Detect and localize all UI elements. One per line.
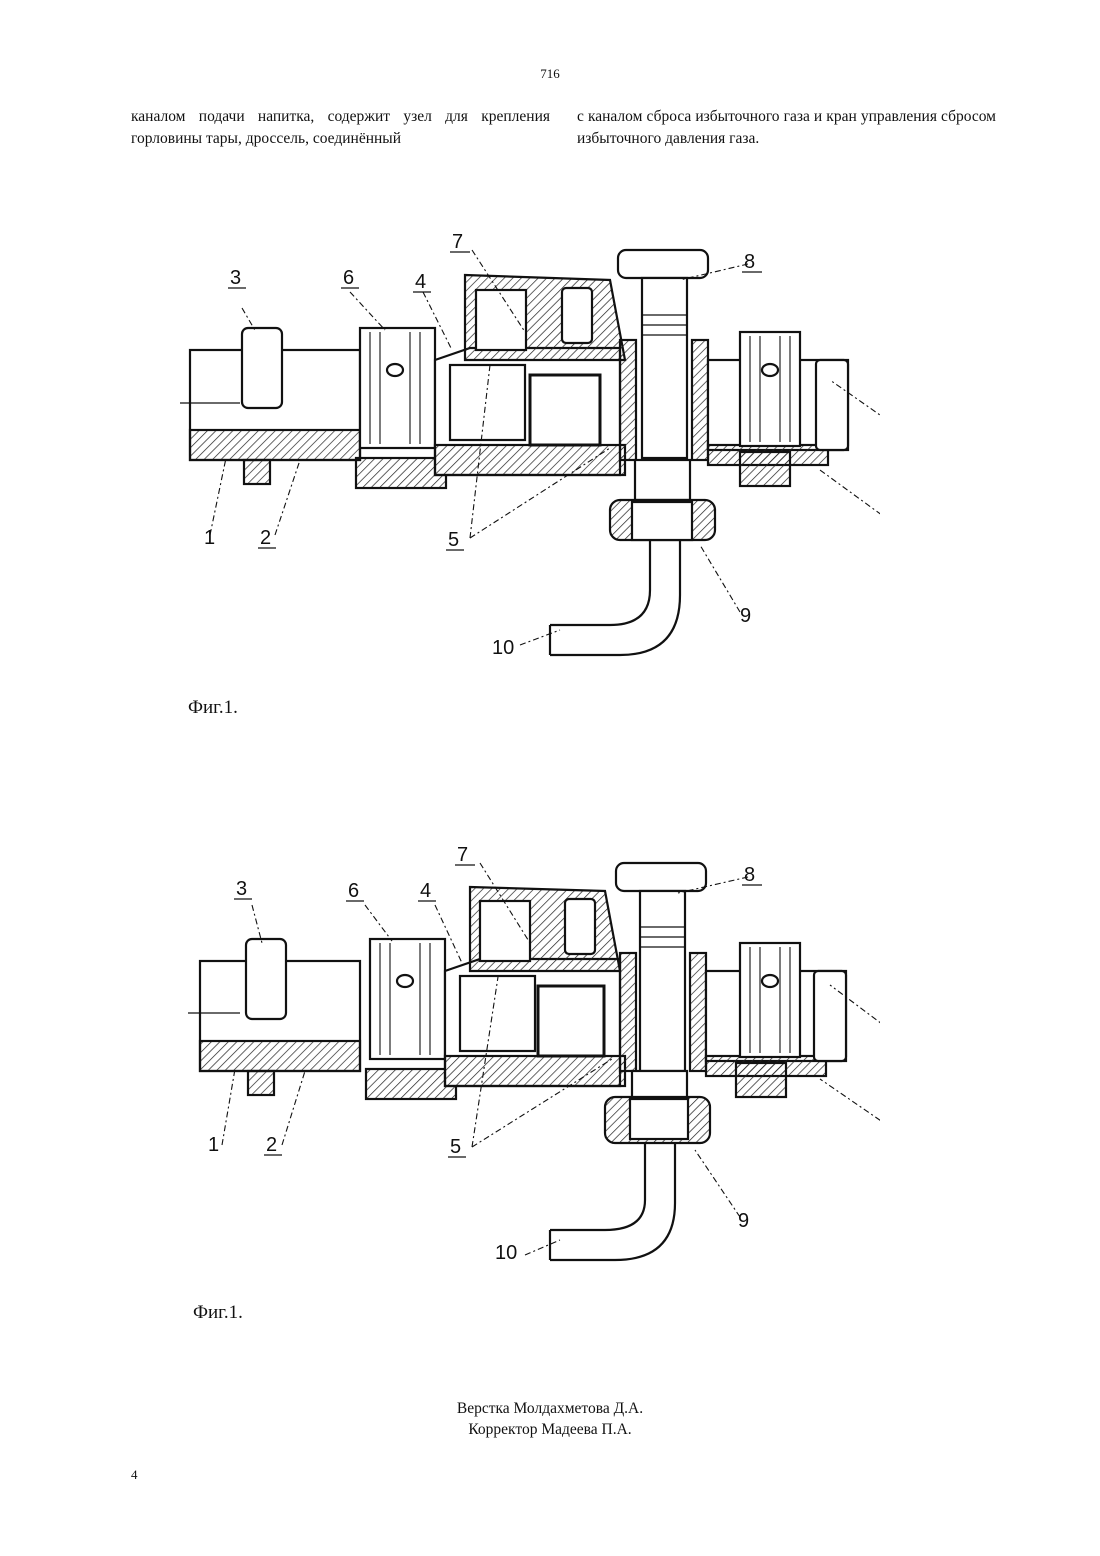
label-9: 9 [740,605,751,627]
figure-2-caption: Фиг.1. [193,1302,243,1324]
label-9: 9 [738,1210,749,1232]
label-2: 2 [260,527,271,549]
assembly-body [180,250,848,655]
label-10: 10 [492,637,514,659]
text-column-left: каналом подачи напитка, содержит узел дл… [131,106,550,150]
label-8: 8 [744,864,755,886]
credits: Верстка Молдахметова Д.А. Корректор Маде… [0,1398,1100,1440]
page-number-bottom: 4 [131,1467,138,1483]
label-6: 6 [343,267,354,289]
page-number-top: 716 [0,66,1100,82]
label-5: 5 [448,529,459,551]
label-3: 3 [230,267,241,289]
valve-assembly-drawing: 3 6 4 7 8 11 12 9 10 1 2 5 [180,220,880,670]
label-4: 4 [420,880,431,902]
label-5: 5 [450,1136,461,1158]
figure-2-drawing: 3 6 4 7 8 11 12 9 10 1 2 5 [180,835,880,1285]
paragraph-right: с каналом сброса избыточного газа и кран… [577,106,996,150]
label-2: 2 [266,1134,277,1156]
label-7: 7 [457,844,468,866]
label-3: 3 [236,878,247,900]
label-4: 4 [415,271,426,293]
figure-1-drawing: 3 6 4 7 8 11 12 9 10 1 2 5 [180,220,880,670]
text-column-right: с каналом сброса избыточного газа и кран… [577,106,996,150]
credit-proofreader: Корректор Мадеева П.А. [0,1419,1100,1440]
label-6: 6 [348,880,359,902]
label-1: 1 [208,1134,219,1156]
label-10: 10 [495,1242,517,1264]
paragraph-left: каналом подачи напитка, содержит узел дл… [131,106,550,150]
credit-layout: Верстка Молдахметова Д.А. [0,1398,1100,1419]
figure-1-caption: Фиг.1. [188,697,238,719]
label-1: 1 [204,527,215,549]
label-7: 7 [452,231,463,253]
valve-assembly-drawing-2: 3 6 4 7 8 11 12 9 10 1 2 5 [180,835,880,1285]
label-8: 8 [744,251,755,273]
